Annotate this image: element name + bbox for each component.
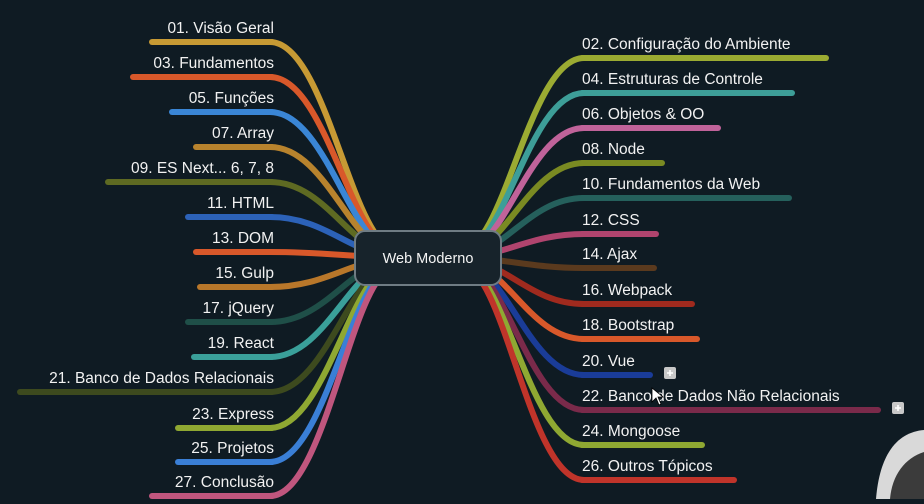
branch-right-6-label: 12. CSS xyxy=(582,212,640,229)
branch-left-1-label: 01. Visão Geral xyxy=(167,20,274,37)
branch-right-7-label: 14. Ajax xyxy=(582,246,637,263)
branch-left-8[interactable]: 15. Gulp xyxy=(197,255,399,290)
branch-left-7-label: 13. DOM xyxy=(212,230,274,247)
branch-right-10-expand-button[interactable] xyxy=(664,367,676,379)
branch-left-5-label: 09. ES Next... 6, 7, 8 xyxy=(131,160,274,177)
branch-left-8-label: 15. Gulp xyxy=(215,265,274,282)
branch-left-10-label: 19. React xyxy=(208,335,275,352)
branch-right-2[interactable]: 02. Configuração do Ambiente xyxy=(459,36,829,253)
branch-right-12-label: 24. Mongoose xyxy=(582,423,680,440)
branch-left-7[interactable]: 13. DOM xyxy=(193,230,399,261)
left-branches: 01. Visão Geral 03. Fundamentos 05. Funçõe… xyxy=(17,20,399,499)
branch-left-13-label: 25. Projetos xyxy=(191,440,274,457)
branch-right-4-label: 08. Node xyxy=(582,141,645,158)
branch-left-2-connector xyxy=(267,74,399,254)
plus-icon xyxy=(895,405,901,411)
branch-right-5-label: 10. Fundamentos da Web xyxy=(582,176,760,193)
branch-left-6-label: 11. HTML xyxy=(207,195,274,212)
branch-right-13-label: 26. Outros Tópicos xyxy=(582,458,713,475)
branch-right-11-expand-button[interactable] xyxy=(892,402,904,414)
branch-right-2-label: 04. Estruturas de Controle xyxy=(582,71,763,88)
branch-right-12[interactable]: 22. Banco de Dados Não Relacionais xyxy=(459,260,904,414)
branch-right-10-label: 20. Vue xyxy=(582,353,635,370)
overlay-layer xyxy=(651,387,924,499)
central-topic-label: Web Moderno xyxy=(383,251,474,267)
webcam-overlay-shadow xyxy=(890,452,924,499)
plus-icon xyxy=(667,370,673,376)
branch-left-4-label: 07. Array xyxy=(212,125,274,142)
right-branches: 02. Configuração do Ambiente 04. Estrutur… xyxy=(459,36,904,483)
branch-right-9-label: 18. Bootstrap xyxy=(582,317,674,334)
central-topic[interactable]: Web Moderno xyxy=(354,230,502,286)
branch-left-6[interactable]: 11. HTML xyxy=(185,195,399,259)
branch-left-3[interactable]: 05. Funções xyxy=(169,90,399,255)
branch-right-12-connector xyxy=(459,262,587,448)
branch-right-1-label: 02. Configuração do Ambiente xyxy=(582,36,791,53)
branch-right-8-label: 16. Webpack xyxy=(582,282,672,299)
branch-left-11-label: 21. Banco de Dados Relacionais xyxy=(49,370,274,387)
branch-right-11-label: 22. Banco de Dados Não Relacionais xyxy=(582,388,840,405)
central-topic-box[interactable] xyxy=(354,230,502,286)
branch-left-9-label: 17. jQuery xyxy=(202,300,274,317)
branch-left-14-label: 27. Conclusão xyxy=(175,474,274,491)
mouse-pointer-icon xyxy=(651,387,665,406)
branch-left-3-label: 05. Funções xyxy=(189,90,275,107)
branch-right-3-label: 06. Objetos & OO xyxy=(582,106,704,123)
branch-left-2-label: 03. Fundamentos xyxy=(153,55,274,72)
branch-left-13[interactable]: 25. Projetos xyxy=(175,262,399,465)
branch-left-12-label: 23. Express xyxy=(192,406,274,423)
branch-right-2-connector xyxy=(459,90,587,254)
